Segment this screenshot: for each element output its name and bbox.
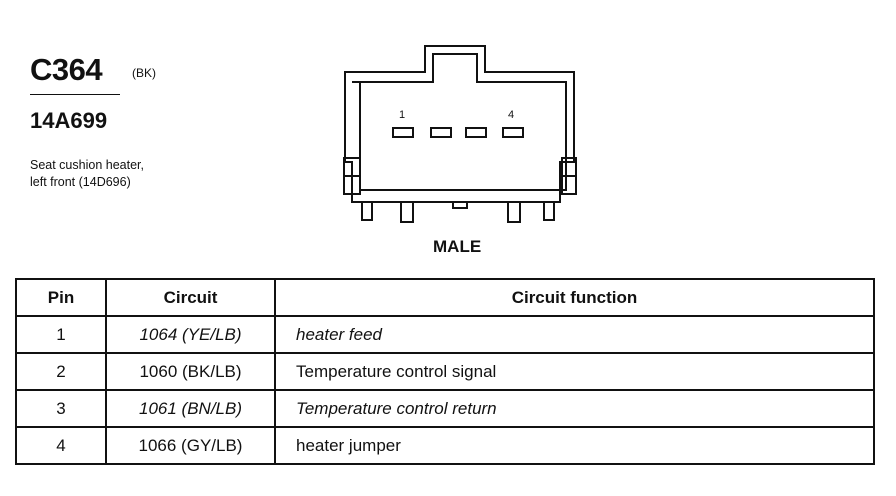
title-rule	[30, 94, 120, 95]
cell-function: heater jumper	[274, 426, 875, 465]
pin-label-1: 1	[399, 109, 406, 121]
connector-face-diagram	[343, 45, 577, 223]
cell-function: heater feed	[274, 315, 875, 354]
foot-5	[543, 201, 555, 221]
cell-circuit: 1066 (GY/LB)	[105, 426, 276, 465]
cell-pin: 1	[15, 315, 107, 354]
foot-1	[361, 201, 373, 221]
connector-housing-outer	[344, 45, 575, 203]
foot-2	[400, 201, 414, 223]
table-header-row: Pin Circuit Circuit function	[15, 278, 875, 317]
cell-pin: 3	[15, 389, 107, 428]
foot-3	[452, 201, 468, 209]
cell-circuit: 1061 (BN/LB)	[105, 389, 276, 428]
left-latch-lower	[343, 175, 361, 195]
right-latch-lower	[561, 175, 577, 195]
pin-4-terminal	[502, 127, 524, 138]
pin-label-4: 4	[508, 109, 515, 121]
pinout-table: Pin Circuit Circuit function 1 1064 (YE/…	[15, 278, 875, 465]
table-row: 2 1060 (BK/LB) Temperature control signa…	[15, 352, 875, 391]
part-number: 14A699	[30, 108, 108, 133]
description-line-1: Seat cushion heater,	[30, 158, 144, 172]
table-row: 1 1064 (YE/LB) heater feed	[15, 315, 875, 354]
cell-pin: 2	[15, 352, 107, 391]
cell-pin: 4	[15, 426, 107, 465]
header-circuit: Circuit	[105, 278, 276, 317]
pin-3-terminal	[465, 127, 487, 138]
foot-4	[507, 201, 521, 223]
cell-circuit: 1064 (YE/LB)	[105, 315, 276, 354]
connector-description: Seat cushion heater, left front (14D696)	[30, 157, 230, 191]
pin-2-terminal	[430, 127, 452, 138]
description-line-2: left front (14D696)	[30, 175, 131, 189]
table-row: 4 1066 (GY/LB) heater jumper	[15, 426, 875, 465]
cell-function: Temperature control return	[274, 389, 875, 428]
header-circuit-function: Circuit function	[274, 278, 875, 317]
gender-label: MALE	[433, 237, 482, 256]
cell-circuit: 1060 (BK/LB)	[105, 352, 276, 391]
header-pin: Pin	[15, 278, 107, 317]
cell-function: Temperature control signal	[274, 352, 875, 391]
pin-1-terminal	[392, 127, 414, 138]
connector-housing-inner	[352, 53, 567, 191]
connector-id: C364	[30, 52, 103, 87]
table-row: 3 1061 (BN/LB) Temperature control retur…	[15, 389, 875, 428]
connector-color: (BK)	[132, 66, 156, 80]
